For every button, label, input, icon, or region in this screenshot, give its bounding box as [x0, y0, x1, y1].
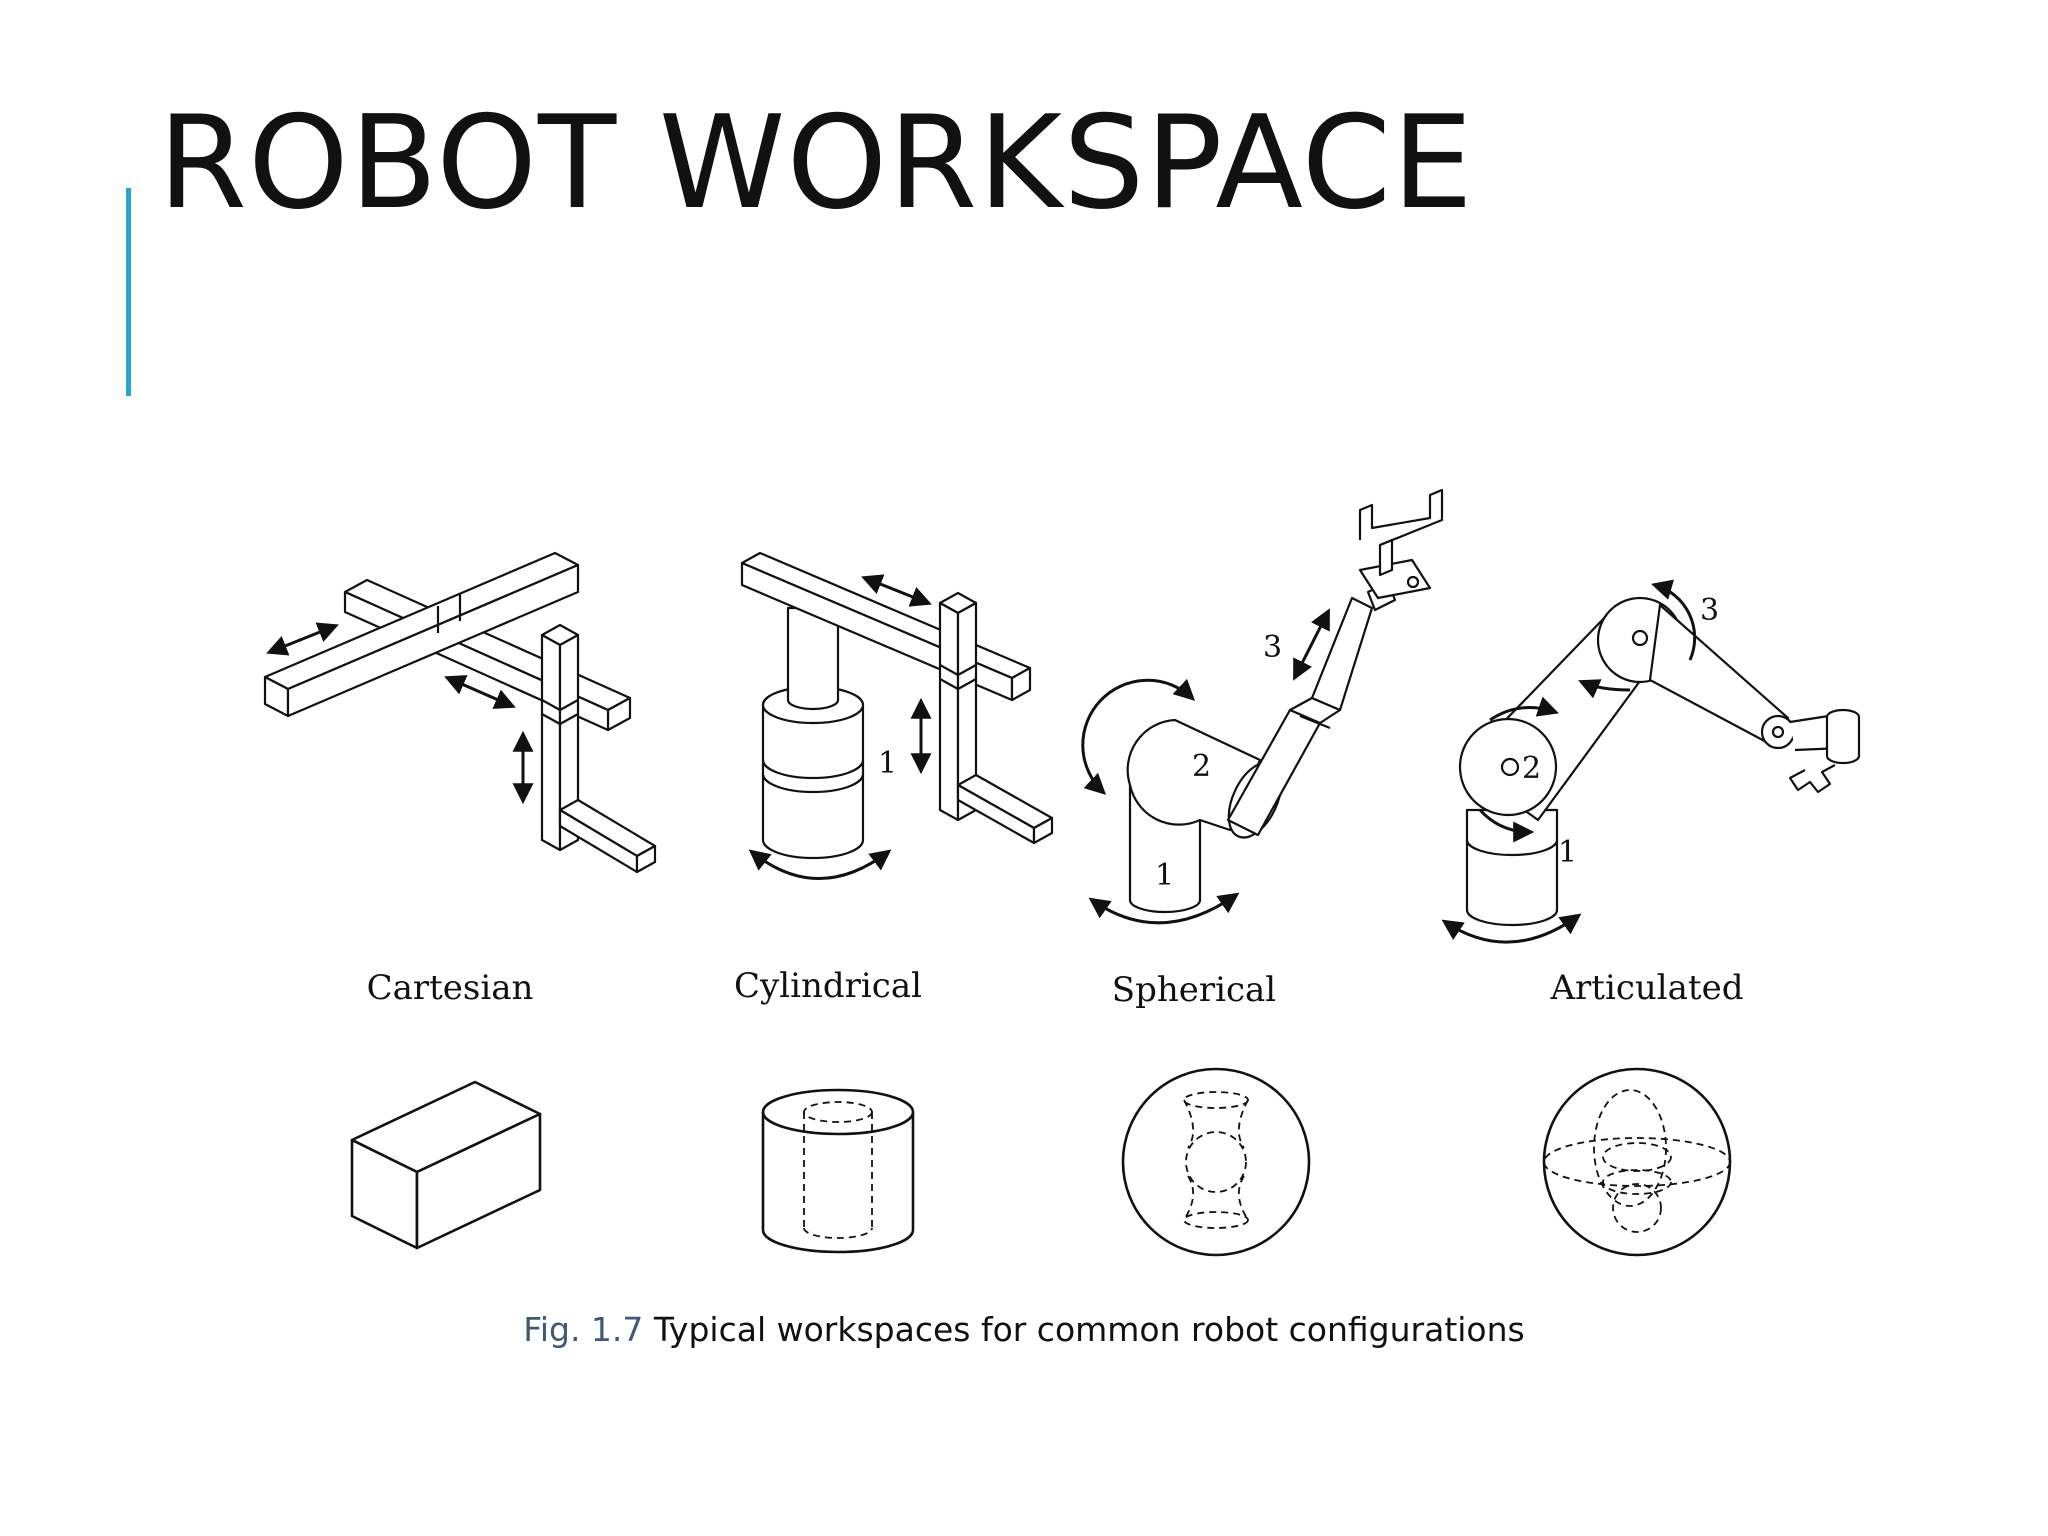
articulated-joint-3-label: 3 — [1700, 593, 1719, 628]
spherical-motion-arrows — [1083, 608, 1330, 923]
articulated-workspace-sphere — [1544, 1069, 1730, 1255]
cylindrical-workspace-cylinder — [763, 1090, 913, 1252]
figure-caption: Fig. 1.7 Typical workspaces for common r… — [0, 1310, 2048, 1349]
cartesian-motion-arrows — [266, 622, 534, 805]
spherical-label: Spherical — [1111, 970, 1277, 1010]
cylindrical-joint-1-label: 1 — [878, 746, 897, 781]
spherical-robot-drawing — [1128, 490, 1442, 912]
cartesian-robot-drawing — [265, 553, 655, 872]
cylindrical-label: Cylindrical — [734, 966, 922, 1006]
cartesian-label: Cartesian — [366, 968, 534, 1008]
spherical-joint-3-label: 3 — [1263, 630, 1282, 665]
spherical-workspace-sphere — [1123, 1069, 1309, 1255]
articulated-joint-1-label: 1 — [1558, 835, 1577, 870]
figure-number: Fig. 1.7 — [523, 1310, 644, 1349]
articulated-label: Articulated — [1550, 968, 1744, 1008]
cylindrical-robot-drawing — [742, 553, 1052, 858]
spherical-joint-2-label: 2 — [1192, 749, 1211, 784]
articulated-robot-drawing — [1460, 598, 1859, 925]
cylindrical-motion-arrows — [748, 574, 932, 879]
cartesian-workspace-box — [352, 1082, 540, 1248]
title-accent-bar — [126, 188, 131, 396]
articulated-joint-2-label: 2 — [1522, 751, 1541, 786]
spherical-joint-1-label: 1 — [1155, 858, 1174, 893]
slide-title: ROBOT WORKSPACE — [158, 89, 1474, 238]
articulated-motion-arrows — [1441, 579, 1695, 942]
figure-caption-text: Typical workspaces for common robot conf… — [643, 1310, 1525, 1349]
